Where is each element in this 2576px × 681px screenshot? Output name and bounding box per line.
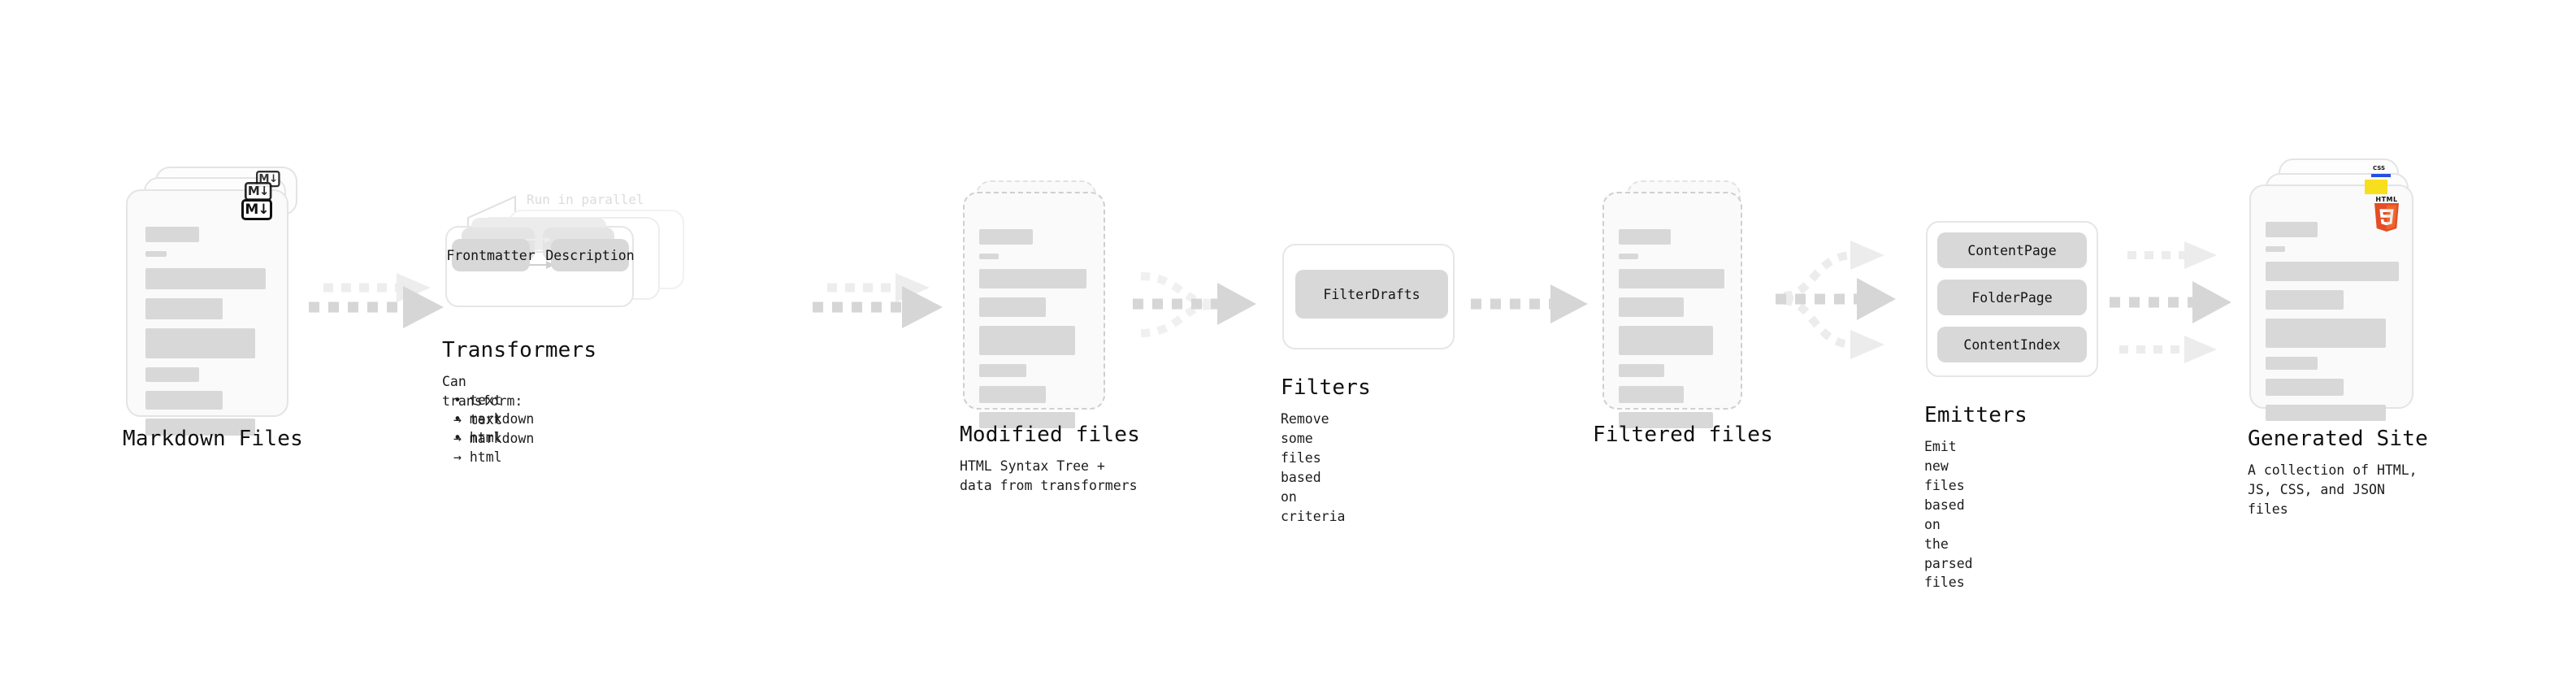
generated-card-content xyxy=(2266,222,2399,430)
content-bar xyxy=(2266,319,2386,348)
arrowhead xyxy=(1550,284,1588,323)
html5-badge: HTML xyxy=(2373,196,2400,232)
content-bar xyxy=(979,364,1026,377)
content-bar xyxy=(2266,262,2399,281)
filters-subtitle: Remove some files based on criteria xyxy=(1281,411,1346,524)
arrow-modified-to-filters xyxy=(1133,272,1256,337)
stage-markdown-files: M↓ M↓ M↓ Markdown Files xyxy=(123,167,303,451)
content-bar xyxy=(979,412,1075,428)
content-bar xyxy=(145,419,255,436)
content-bar xyxy=(145,268,266,289)
generated-site-subtitle: A collection of HTML, JS, CSS, and JSON … xyxy=(2248,462,2418,517)
internal-arrow-back-2 xyxy=(525,236,551,243)
transformers-bullet-2: • html → html xyxy=(453,430,502,465)
content-bar xyxy=(1619,386,1684,403)
arrowhead-main xyxy=(2192,281,2231,323)
content-bar xyxy=(1619,412,1713,428)
arrow-filtered-to-emitters xyxy=(1776,241,1896,359)
content-bar xyxy=(979,326,1075,355)
content-bar xyxy=(2266,222,2318,237)
markdown-files-title: Markdown Files xyxy=(123,427,303,451)
content-bar xyxy=(2266,246,2285,252)
run-in-parallel-label: Run in parallel xyxy=(527,192,644,207)
filters-pill-filterdrafts[interactable]: FilterDrafts xyxy=(1295,270,1448,319)
transformers-subtitle: Can transform: xyxy=(442,374,523,409)
transformers-bullet-0-text: text → text xyxy=(453,393,502,427)
html5-shield-icon xyxy=(2374,203,2399,232)
markdown-card-content xyxy=(145,227,271,445)
content-bar xyxy=(2266,405,2386,421)
content-bar xyxy=(145,391,223,410)
markdown-badge-back-1: M↓ xyxy=(245,182,272,201)
emitters-pill-contentindex[interactable]: ContentIndex xyxy=(1937,327,2087,362)
transformers-bullet-1: • markdown → markdown xyxy=(453,411,535,446)
content-bar xyxy=(979,297,1046,317)
html5-badge-label: HTML xyxy=(2375,196,2398,203)
arrow-filters-to-filtered xyxy=(1471,284,1588,323)
css-badge-label: CSS xyxy=(2373,165,2386,171)
filtered-card-content xyxy=(1619,229,1724,437)
stage-modified-files: Modified files HTML Syntax Tree + data f… xyxy=(960,180,1140,493)
arrowhead-lower xyxy=(2184,336,2217,363)
arrow-transformers-to-modified xyxy=(813,273,943,328)
content-bar xyxy=(1619,229,1671,245)
arrow-emitters-to-generated xyxy=(2110,241,2231,363)
content-bar xyxy=(145,367,199,382)
content-bar xyxy=(1619,269,1724,288)
filtered-file-stack xyxy=(1602,180,1765,428)
content-bar xyxy=(2266,357,2318,370)
markdown-badge: M↓ xyxy=(241,199,272,220)
content-bar xyxy=(145,251,167,257)
content-bar xyxy=(1619,254,1638,259)
generated-site-title: Generated Site xyxy=(2248,427,2428,451)
content-bar xyxy=(979,254,999,259)
modified-files-subtitle: HTML Syntax Tree + data from transformer… xyxy=(960,458,1138,493)
markdown-card-front xyxy=(126,189,288,436)
emitters-pill-contentpage[interactable]: ContentPage xyxy=(1937,232,2087,268)
content-bar xyxy=(145,328,255,358)
modified-card-front xyxy=(963,192,1105,428)
transformers-bullet-1-text: markdown → markdown xyxy=(453,411,535,446)
transformers-bullet-0: • text → text xyxy=(453,393,502,427)
emitters-title: Emitters xyxy=(1924,403,2027,427)
transformer-pill-description[interactable]: Description xyxy=(545,239,635,271)
arrowhead-upper xyxy=(1850,241,1884,270)
css-badge xyxy=(2371,174,2391,177)
modified-files-title: Modified files xyxy=(960,423,1140,447)
content-bar xyxy=(979,269,1086,288)
arrowhead-upper xyxy=(2184,241,2217,269)
arrowhead xyxy=(1217,283,1256,325)
arrowhead-main xyxy=(1857,278,1896,320)
arrow-markdown-to-transformers xyxy=(309,273,444,328)
content-bar xyxy=(1619,326,1713,355)
transformers-title: Transformers xyxy=(442,338,597,362)
arrow-main xyxy=(813,286,943,328)
content-bar xyxy=(979,229,1033,245)
arrowhead-lower xyxy=(1850,330,1884,359)
emitters-subtitle: Emit new files based on the parsed files xyxy=(1924,439,1973,591)
stage-generated-site: CSS HTML Generated Site A collection of … xyxy=(2248,158,2428,517)
content-bar xyxy=(1619,364,1664,377)
modified-card-content xyxy=(979,229,1087,437)
stage-filtered-files: Filtered files xyxy=(1593,180,1773,447)
filtered-card-front xyxy=(1602,192,1742,428)
generated-file-stack: CSS HTML xyxy=(2249,158,2428,427)
modified-file-stack xyxy=(963,180,1138,428)
content-bar xyxy=(979,386,1046,403)
filters-title: Filters xyxy=(1281,375,1371,400)
content-bar xyxy=(2266,379,2344,396)
arrow-main xyxy=(309,286,444,328)
content-bar xyxy=(1619,297,1684,317)
content-bar xyxy=(145,298,223,319)
transformer-pill-frontmatter[interactable]: Frontmatter xyxy=(446,239,536,271)
filtered-files-title: Filtered files xyxy=(1593,423,1773,447)
emitters-pill-folderpage[interactable]: FolderPage xyxy=(1937,280,2087,315)
transformers-bullet-2-text: html → html xyxy=(453,430,502,465)
content-bar xyxy=(2266,290,2344,310)
js-badge xyxy=(2365,180,2387,194)
content-bar xyxy=(145,227,199,242)
markdown-file-stack: M↓ M↓ M↓ xyxy=(126,167,301,436)
